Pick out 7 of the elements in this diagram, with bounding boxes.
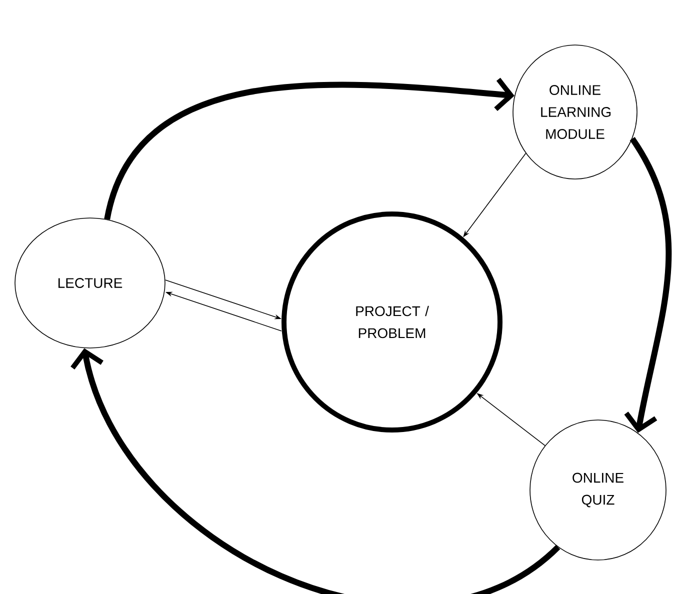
arrow bbox=[70, 348, 560, 594]
arrow bbox=[104, 78, 514, 220]
arrow bbox=[624, 137, 672, 433]
ellipse-node: ONLINE QUIZ bbox=[530, 420, 666, 560]
ellipse-node: PROJECT / PROBLEM bbox=[282, 212, 502, 432]
ellipse-node: LECTURE bbox=[14, 218, 166, 348]
ellipse-node: ONLINE LEARNING MODULE bbox=[512, 44, 638, 180]
